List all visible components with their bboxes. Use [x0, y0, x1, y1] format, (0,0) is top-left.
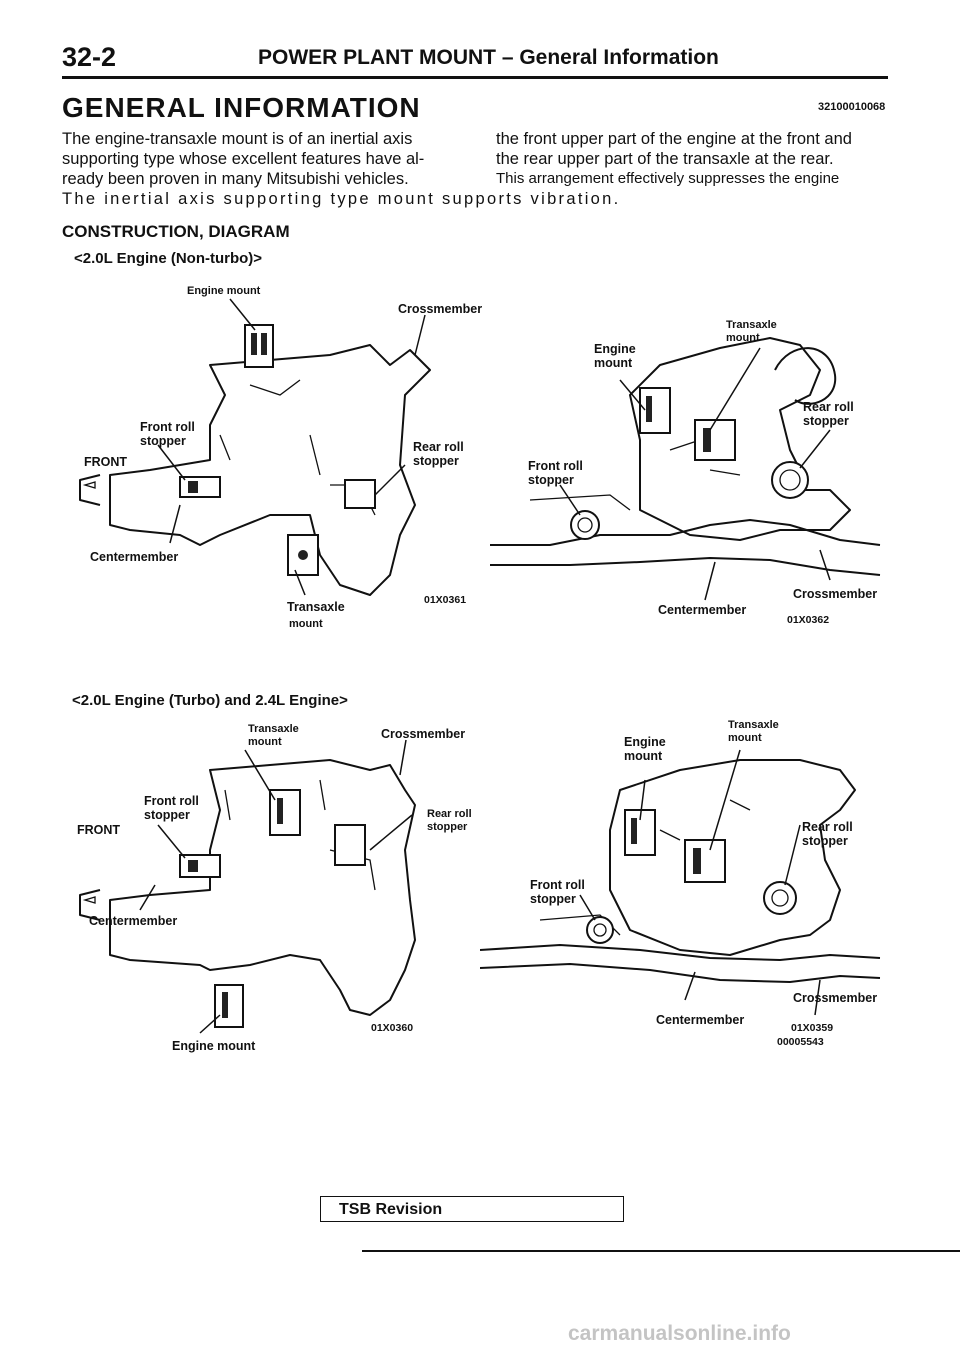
figure-nonturbo-top-view [79, 298, 431, 596]
label-transaxle-mount-3: Transaxle mount [248, 723, 299, 748]
label-engine-mount-2: Engine mount [594, 342, 636, 370]
label-transaxle-mount-2: Transaxle mount [726, 319, 777, 344]
figure-code-01x0359: 01X0359 [791, 1022, 834, 1034]
tsb-revision-box: TSB Revision [320, 1196, 624, 1222]
figure-code-01x0360: 01X0360 [371, 1022, 414, 1034]
label-front-roll-stopper-3: Front roll stopper [144, 794, 199, 822]
intro-left-line-4: The inertial axis supporting type mount … [62, 190, 621, 208]
label-front-roll-stopper-1: Front roll stopper [140, 420, 195, 448]
intro-left-line-2: supporting type whose excellent features… [62, 150, 425, 168]
page-number: 32-2 [62, 42, 117, 72]
label-front-roll-stopper-4: Front roll stopper [530, 878, 585, 906]
label-rear-roll-stopper-2: Rear roll stopper [803, 400, 854, 428]
label-crossmember-1: Crossmember [398, 302, 483, 316]
label-rear-roll-stopper-3: Rear roll stopper [427, 808, 472, 833]
construction-title: CONSTRUCTION, DIAGRAM [62, 222, 290, 241]
figure-code-01x0362: 01X0362 [787, 614, 830, 626]
intro-right-line-2: the rear upper part of the transaxle at … [496, 150, 834, 168]
header-rule [62, 76, 888, 79]
label-centermember-4: Centermember [656, 1013, 745, 1027]
page-header-title: POWER PLANT MOUNT – General Information [258, 46, 719, 69]
figure-turbo-top-view [79, 739, 416, 1034]
label-front-1: FRONT [84, 455, 128, 469]
intro-right-line-1: the front upper part of the engine at th… [496, 130, 852, 148]
variant-2-title: <2.0L Engine (Turbo) and 2.4L Engine> [72, 692, 348, 709]
label-front-3: FRONT [77, 823, 121, 837]
label-transaxle-1: Transaxle [287, 600, 345, 614]
intro-right-line-3: This arrangement effectively suppresses … [496, 170, 840, 187]
label-engine-mount-1: Engine mount [187, 285, 261, 297]
intro-left-line-3: ready been proven in many Mitsubishi veh… [62, 170, 409, 188]
intro-left-line-1: The engine-transaxle mount is of an iner… [62, 130, 413, 148]
label-crossmember-2: Crossmember [793, 587, 878, 601]
section-code: 32100010068 [818, 101, 886, 113]
figure-nonturbo-perspective-view [490, 337, 881, 601]
label-rear-roll-stopper-4: Rear roll stopper [802, 820, 853, 848]
label-engine-mount-4: Engine mount [624, 735, 666, 763]
label-mount-1: mount [289, 618, 323, 630]
tsb-revision-label: TSB Revision [339, 1201, 443, 1218]
section-title: GENERAL INFORMATION [62, 92, 421, 123]
label-front-roll-stopper-2: Front roll stopper [528, 459, 583, 487]
variant-1-title: <2.0L Engine (Non-turbo)> [74, 250, 263, 267]
footer-rule [362, 1250, 960, 1252]
label-centermember-3: Centermember [89, 914, 178, 928]
label-crossmember-4: Crossmember [793, 991, 878, 1005]
figure-code-00005543: 00005543 [777, 1036, 824, 1048]
watermark: carmanualsonline.info [568, 1322, 791, 1345]
label-crossmember-3: Crossmember [381, 727, 466, 741]
label-centermember-1: Centermember [90, 550, 179, 564]
label-transaxle-mount-4: Transaxle mount [728, 719, 779, 744]
label-engine-mount-3: Engine mount [172, 1039, 256, 1053]
figure-code-01x0361: 01X0361 [424, 594, 467, 606]
label-centermember-2: Centermember [658, 603, 747, 617]
label-rear-roll-stopper-1: Rear roll stopper [413, 440, 464, 468]
figure-turbo-perspective-view [480, 749, 881, 1016]
